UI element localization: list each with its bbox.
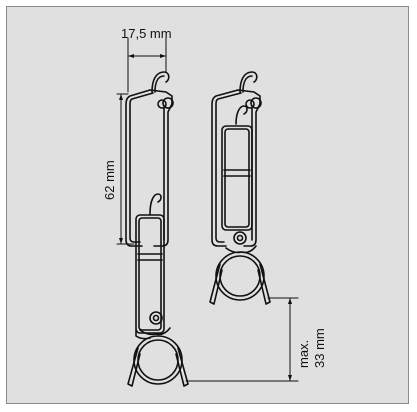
diagram-frame [6,6,409,404]
right-track-assembly [209,71,271,305]
drop-dimension [185,297,299,382]
width-dimension-label: 17,5 mm [121,26,172,41]
height-dimension-label: 62 mm [102,160,117,200]
left-track-assembly [125,71,189,387]
height-dimension [116,93,135,245]
drop-dimension-label-max: max. [296,340,311,368]
drop-dimension-label-value: 33 mm [312,328,327,368]
width-dimension [127,37,167,93]
